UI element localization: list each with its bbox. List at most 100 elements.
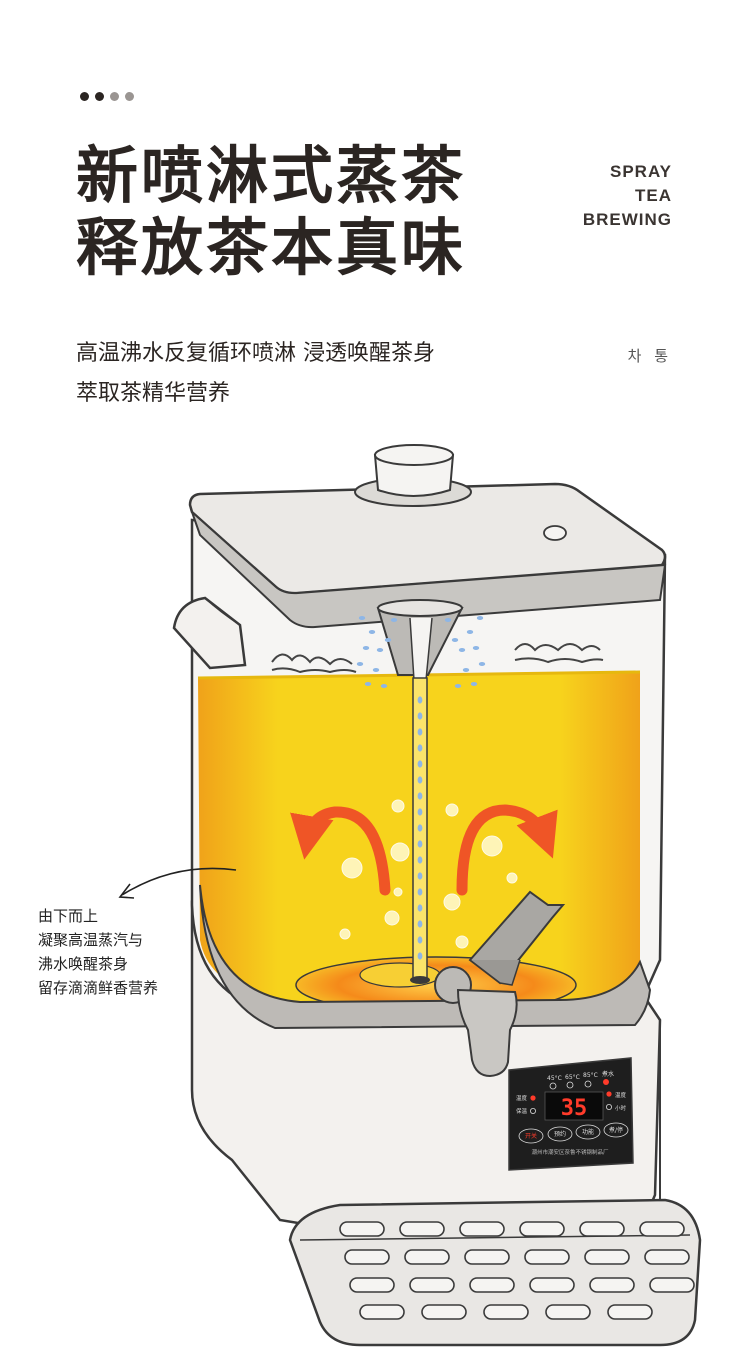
spray-droplets — [356, 616, 486, 688]
spray-droplet — [454, 684, 462, 688]
indicator-light — [584, 1080, 592, 1088]
spray-droplet — [362, 646, 370, 650]
water-droplet — [417, 936, 423, 944]
drip-tray-slot — [399, 1221, 445, 1237]
drip-tray-slot — [584, 1249, 630, 1265]
water-droplet — [417, 808, 423, 816]
bubble — [391, 799, 405, 813]
water-droplet — [417, 840, 423, 848]
water-droplet — [417, 712, 423, 720]
panel-footer: 潮州市潮安区奈鲁不锈钢制品厂 — [531, 1148, 609, 1156]
water-droplet — [417, 952, 423, 960]
spray-droplet — [478, 662, 486, 666]
control-panel: 45°C 65°C 85°C 煮水 35 温度 保温 温度 小时 开关 预约 功… — [508, 1057, 634, 1171]
spray-droplet — [444, 618, 452, 622]
water-droplet — [417, 744, 423, 752]
boil-stop-button[interactable]: 煮/停 — [603, 1122, 629, 1138]
panel-temp-4: 煮水 — [602, 1070, 614, 1078]
drip-tray-slot — [409, 1277, 455, 1293]
bubble — [390, 842, 410, 862]
spray-droplet — [372, 668, 380, 672]
drip-tray-slot — [639, 1221, 685, 1237]
boil-stop-button-label: 煮/停 — [609, 1126, 623, 1134]
drip-tray-slot — [519, 1221, 565, 1237]
bubble — [506, 872, 518, 884]
bubble — [384, 910, 400, 926]
function-button[interactable]: 功能 — [575, 1124, 601, 1140]
led-display-value: 35 — [561, 1096, 588, 1121]
bubble — [393, 887, 403, 897]
spray-droplet — [376, 648, 384, 652]
drip-tray-slot — [344, 1249, 390, 1265]
subtitle: 高温沸水反复循环喷淋 浸透唤醒茶身 萃取茶精华营养 — [76, 334, 435, 414]
drip-tray-slot — [421, 1304, 467, 1320]
water-droplet — [417, 792, 423, 800]
water-droplet — [417, 856, 423, 864]
drip-tray-slot — [589, 1277, 635, 1293]
function-button-label: 功能 — [582, 1128, 594, 1136]
lid — [188, 482, 667, 629]
english-tag-line-3: BREWING — [582, 210, 672, 229]
korean-tag: 차 통 — [627, 347, 672, 365]
english-tag-line-1: SPRAY — [609, 162, 672, 181]
headline: 新喷淋式蒸茶 释放茶本真味 — [76, 140, 466, 284]
spray-head — [376, 599, 464, 681]
panel-temp-3: 85°C — [583, 1072, 598, 1079]
water-droplet — [417, 920, 423, 928]
headline-line-1: 新喷淋式蒸茶 — [76, 139, 467, 212]
annotation-text: 由下而上 凝聚高温蒸汽与 沸水唤醒茶身 留存滴滴鲜香营养 — [38, 904, 158, 1000]
water-droplet — [417, 904, 423, 912]
drip-tray-slot — [545, 1304, 591, 1320]
spray-droplet — [364, 682, 372, 686]
panel-left-label-2: 保温 — [516, 1107, 528, 1115]
drip-tray-grill — [339, 1221, 695, 1320]
tea-leaves — [271, 643, 604, 674]
indicator-dot-active — [80, 92, 89, 101]
spray-droplet — [476, 616, 484, 620]
spray-droplet — [458, 648, 466, 652]
schedule-button[interactable]: 预约 — [547, 1126, 573, 1142]
tank-base-band — [199, 884, 652, 1030]
lid-knob — [354, 444, 472, 507]
faucet — [434, 890, 566, 1078]
rising-water-dots — [417, 696, 423, 960]
english-tag: SPRAY TEA BREWING — [583, 160, 672, 232]
annotation-line-1: 由下而上 — [38, 907, 99, 925]
drip-tray-slot — [339, 1221, 385, 1237]
schedule-button-label: 预约 — [554, 1130, 566, 1138]
spray-droplet — [462, 668, 470, 672]
english-tag-line-2: TEA — [635, 186, 672, 205]
spray-droplet — [356, 662, 364, 666]
spray-droplet — [390, 618, 398, 622]
drip-tray-slot — [464, 1249, 510, 1265]
side-handle — [172, 596, 247, 670]
drip-tray-slot — [349, 1277, 395, 1293]
annotation-line-4: 留存滴滴鲜香营养 — [38, 979, 159, 997]
bubbles — [339, 799, 518, 949]
spray-droplet — [472, 646, 480, 650]
bubble — [341, 857, 363, 879]
drip-tray-slot — [404, 1249, 450, 1265]
drip-tray-slot — [607, 1304, 653, 1320]
drip-tray-slot — [649, 1277, 695, 1293]
drip-tray-slot — [483, 1304, 529, 1320]
annotation-line-3: 沸水唤醒茶身 — [38, 955, 129, 973]
indicator-light-active — [603, 1079, 609, 1085]
headline-line-2: 释放茶本真味 — [76, 211, 467, 284]
indicator-dot — [125, 92, 134, 101]
water-droplet — [417, 696, 423, 704]
indicator-light — [606, 1104, 613, 1111]
page-indicator — [80, 92, 134, 101]
bubble — [443, 893, 461, 911]
spray-droplet — [384, 638, 392, 642]
indicator-dot-active — [95, 92, 104, 101]
spray-droplet — [466, 630, 474, 634]
power-button[interactable]: 开关 — [518, 1128, 544, 1144]
indicator-light-active — [530, 1095, 536, 1101]
spray-droplet — [368, 630, 376, 634]
indicator-dot — [110, 92, 119, 101]
spray-droplet — [358, 616, 366, 620]
indicator-light — [549, 1082, 557, 1090]
power-button-label: 开关 — [525, 1132, 537, 1140]
